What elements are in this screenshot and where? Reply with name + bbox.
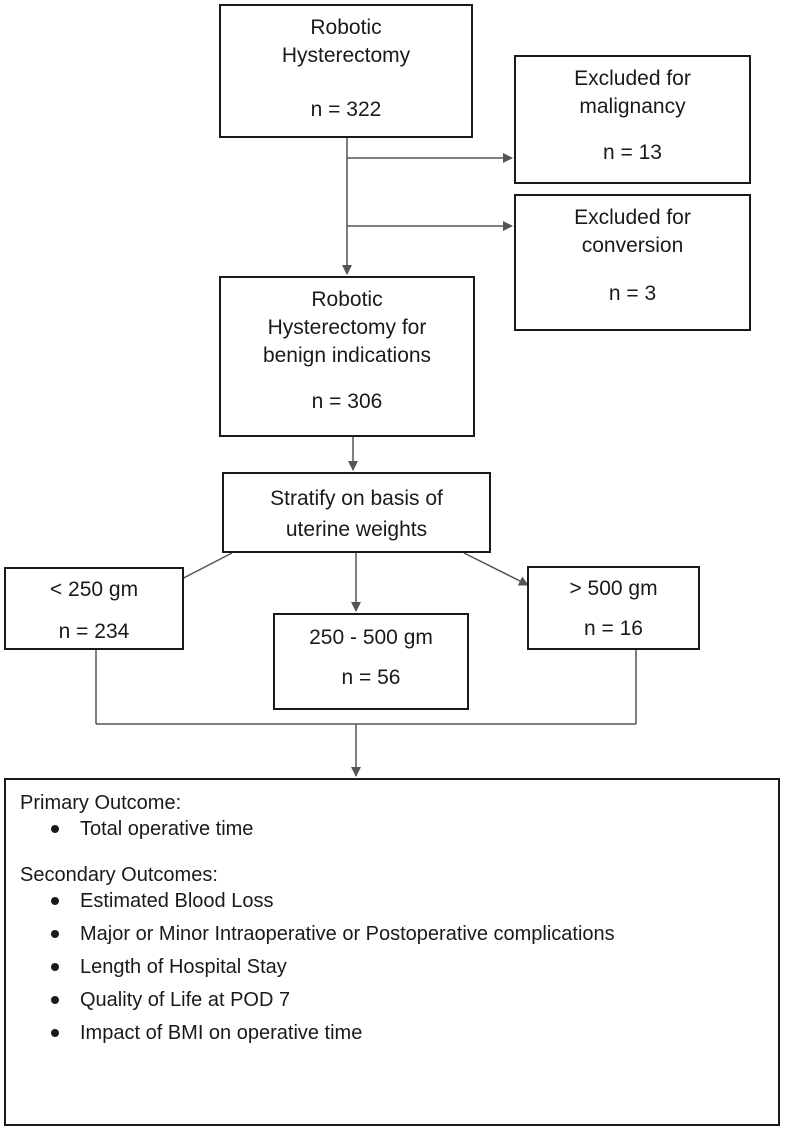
list-item: Quality of Life at POD 7 bbox=[20, 987, 778, 1020]
node-text: Hysterectomy for bbox=[267, 316, 427, 339]
node-text: Excluded for bbox=[574, 67, 691, 90]
weight-low-box: < 250 gm n = 234 bbox=[4, 567, 184, 650]
node-count: n = 234 bbox=[58, 620, 130, 643]
node-text: Stratify on basis of bbox=[270, 487, 443, 510]
node-count: n = 322 bbox=[310, 98, 382, 121]
node-text: Hysterectomy bbox=[281, 44, 411, 67]
node-text: Robotic bbox=[310, 16, 382, 39]
list-item: Total operative time bbox=[20, 816, 778, 842]
node-count: n = 56 bbox=[341, 666, 401, 689]
weight-high-box: > 500 gm n = 16 bbox=[527, 566, 700, 650]
node-text: conversion bbox=[581, 234, 684, 257]
node-text: > 500 gm bbox=[569, 577, 658, 600]
primary-outcome-heading: Primary Outcome: bbox=[20, 792, 182, 814]
list-item-text: Length of Hospital Stay bbox=[80, 956, 287, 978]
list-item-text: Total operative time bbox=[80, 818, 254, 840]
node-count: n = 3 bbox=[608, 282, 657, 305]
node-count: n = 306 bbox=[311, 390, 383, 413]
node-count: n = 16 bbox=[584, 617, 643, 640]
excluded-conversion-box: Excluded for conversion n = 3 bbox=[514, 194, 751, 331]
node-text: 250 - 500 gm bbox=[309, 626, 433, 649]
list-item-text: Estimated Blood Loss bbox=[80, 890, 274, 912]
list-item-text: Major or Minor Intraoperative or Postope… bbox=[80, 923, 615, 945]
bullet-icon bbox=[51, 996, 59, 1004]
list-item: Impact of BMI on operative time bbox=[20, 1020, 778, 1053]
weight-mid-box: 250 - 500 gm n = 56 bbox=[273, 613, 469, 710]
node-text: Robotic bbox=[311, 288, 383, 311]
stratify-box: Stratify on basis of uterine weights bbox=[222, 472, 491, 553]
node-text: Excluded for bbox=[574, 206, 691, 229]
bullet-icon bbox=[51, 1029, 59, 1037]
list-item: Estimated Blood Loss bbox=[20, 888, 778, 921]
stratify-to-high-connector bbox=[463, 552, 529, 586]
list-item-text: Impact of BMI on operative time bbox=[80, 1022, 363, 1044]
node-text: benign indications bbox=[262, 344, 432, 367]
bullet-icon bbox=[51, 825, 59, 833]
bullet-icon bbox=[51, 930, 59, 938]
list-item: Length of Hospital Stay bbox=[20, 954, 778, 987]
outcomes-box: Primary Outcome: Total operative time Se… bbox=[4, 778, 780, 1126]
secondary-outcomes-list: Estimated Blood Loss Major or Minor Intr… bbox=[20, 888, 778, 1053]
secondary-outcomes-heading: Secondary Outcomes: bbox=[20, 864, 218, 886]
benign-hysterectomy-box: Robotic Hysterectomy for benign indicati… bbox=[219, 276, 475, 437]
total-hysterectomy-box: Robotic Hysterectomy n = 322 bbox=[219, 4, 473, 138]
list-item-text: Quality of Life at POD 7 bbox=[80, 989, 291, 1011]
node-text: malignancy bbox=[579, 95, 686, 118]
excluded-malignancy-box: Excluded for malignancy n = 13 bbox=[514, 55, 751, 184]
bullet-icon bbox=[51, 963, 59, 971]
node-text: uterine weights bbox=[285, 518, 428, 541]
list-item: Major or Minor Intraoperative or Postope… bbox=[20, 921, 778, 954]
node-count: n = 13 bbox=[603, 141, 662, 164]
primary-outcome-list: Total operative time bbox=[20, 816, 778, 842]
node-text: < 250 gm bbox=[49, 578, 139, 601]
bullet-icon bbox=[51, 897, 59, 905]
